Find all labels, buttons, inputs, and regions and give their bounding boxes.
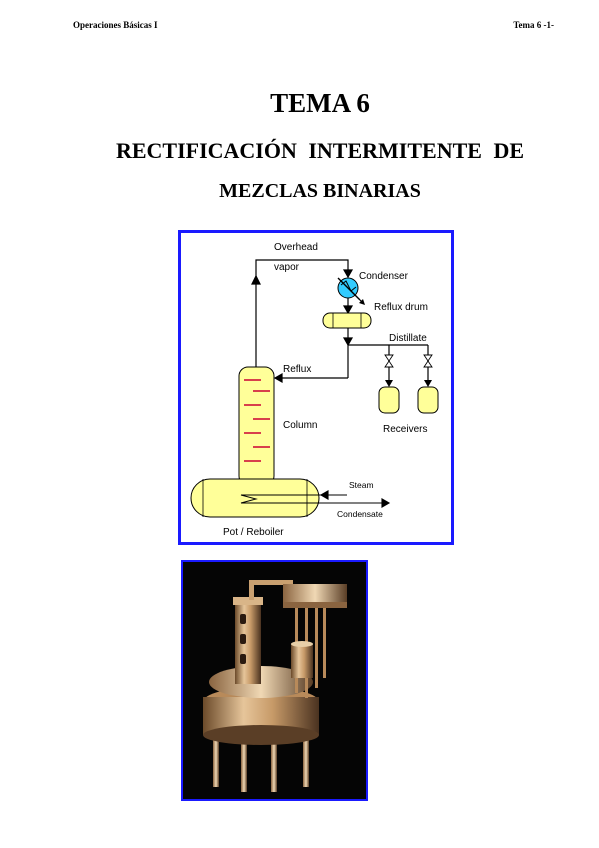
page-title: TEMA 6: [270, 88, 370, 118]
subtitle-line-1: RECTIFICACIÓN INTERMITENTE DE: [115, 138, 525, 163]
subtitle-line-2: MEZCLAS BINARIAS: [219, 180, 421, 202]
condenser-outlet-line: [342, 298, 354, 315]
header-left: Operaciones Básicas I: [73, 20, 158, 30]
receivers-label: Receivers: [383, 424, 427, 435]
pot-reboiler-label: Pot / Reboiler: [223, 527, 284, 538]
overhead-label: Overhead: [274, 242, 318, 253]
vapor-label: vapor: [274, 262, 300, 273]
valve-icon: [423, 354, 433, 368]
receiver-vessel: [378, 386, 400, 414]
steam-line: [319, 490, 347, 500]
condenser-icon: [337, 277, 365, 305]
pot-reboiler: [190, 478, 323, 518]
batch-distillation-diagram: Overhead vapor Condenser Reflux drum Dis…: [178, 230, 454, 545]
distillation-column: [238, 366, 275, 486]
condenser-label: Condenser: [359, 271, 409, 282]
column-label: Column: [283, 420, 317, 431]
condensate-label: Condensate: [337, 509, 383, 519]
condensate-line: [323, 498, 391, 508]
distillate-label: Distillate: [389, 333, 427, 344]
reflux-drum-label: Reflux drum: [374, 302, 428, 313]
reflux-line: [273, 345, 349, 384]
steam-label: Steam: [349, 480, 374, 490]
receiver-vessel: [417, 386, 439, 414]
header-right: Tema 6 -1-: [513, 20, 554, 30]
overhead-vapor-line: [251, 259, 354, 370]
batch-still-photo: [181, 560, 368, 801]
valve-icon: [384, 354, 394, 368]
reflux-label: Reflux: [283, 364, 311, 375]
reflux-drum: [322, 312, 372, 329]
